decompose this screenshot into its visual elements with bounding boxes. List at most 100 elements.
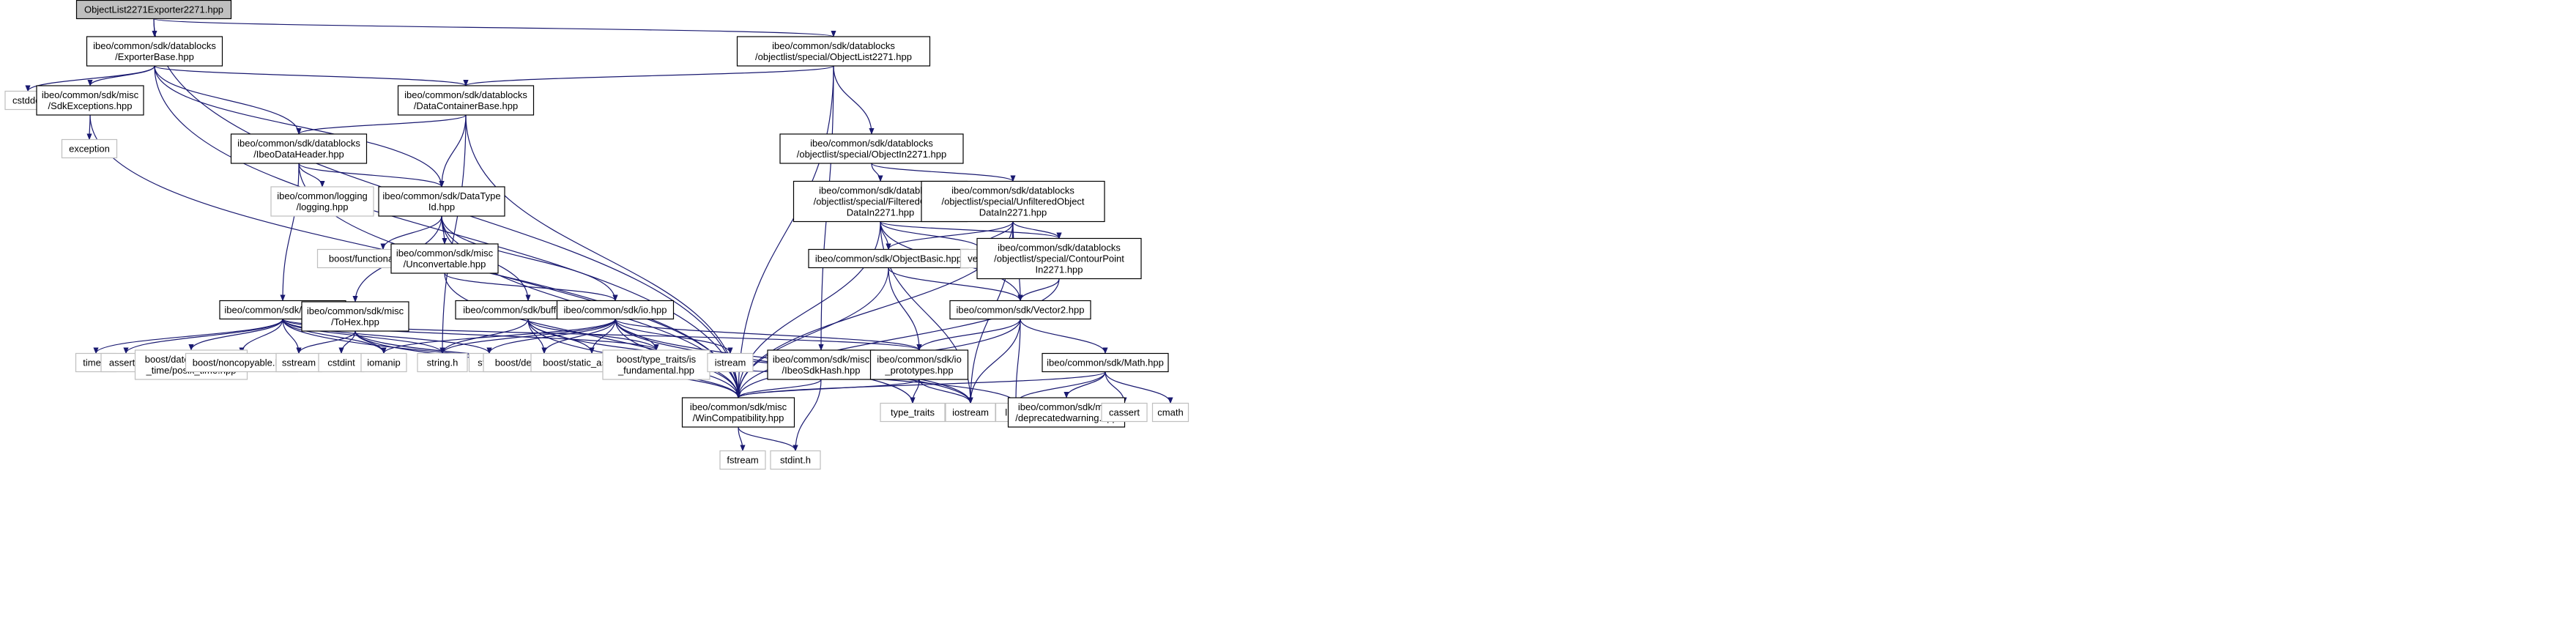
edge-io-to-stringh [439,319,616,355]
edge-wincompat-to-fstream [738,426,746,452]
node-box [707,352,754,373]
node-label-line: /deprecatedwarning.hpp [1015,412,1118,423]
node-box [1042,352,1169,373]
edge-bufferio-to-isfundamental [527,319,659,351]
node-box [301,301,409,332]
edge-io-to-istream [615,319,733,355]
node-label-line: DataIn2271.hpp [979,207,1047,218]
edge-objectbasic-to-wincompat [735,267,889,398]
node-box [1101,402,1148,423]
edge-ioprototypes-to-typetraits [910,379,920,404]
edge-layer [25,18,1173,452]
node-box [976,237,1142,280]
edge-exporterbase-to-datatypeid [154,65,445,188]
node-wincompat[interactable]: ibeo/common/sdk/misc/WinCompatibility.hp… [681,397,795,428]
node-label-line: ibeo/common/sdk/datablocks [951,185,1074,196]
node-label: ibeo/common/sdk/datablocks/objectlist/sp… [755,40,912,62]
node-label-line: /objectlist/special/ObjectList2271.hpp [755,51,912,62]
node-label-line: string.h [427,357,459,368]
node-root[interactable]: ObjectList2271Exporter2271.hpp [75,0,232,20]
node-label-line: iomanip [367,357,401,368]
node-label-line: ibeo/common/sdk/datablocks [93,40,216,51]
node-box [921,180,1105,223]
node-label-line: istream [715,357,746,368]
node-label-line: ibeo/common/sdk/datablocks [819,185,942,196]
node-label-line: ibeo/common/sdk/io.hpp [564,305,667,316]
node-isfundamental: boost/type_traits/is_fundamental.hpp [602,349,710,380]
node-exporterbase[interactable]: ibeo/common/sdk/datablocks/ExporterBase.… [86,36,223,67]
node-box [417,352,468,373]
node-contourpoint[interactable]: ibeo/common/sdk/datablocks/objectlist/sp… [976,237,1142,280]
node-ibeodataheader[interactable]: ibeo/common/sdk/datablocks/IbeoDataHeade… [230,133,368,164]
node-label-line: /SdkExceptions.hpp [48,100,133,111]
node-label: cassert [1109,407,1140,418]
node-box [390,243,499,274]
node-label-line: ibeo/common/sdk/Vector2.hpp [957,305,1085,316]
node-sdkexceptions[interactable]: ibeo/common/sdk/misc/SdkExceptions.hpp [36,85,144,116]
node-label-line: /objectlist/special/ContourPoint [994,253,1124,264]
node-unconvertable[interactable]: ibeo/common/sdk/misc/Unconvertable.hpp [390,243,499,274]
edge-ibeodataheader-to-datatypeid [298,163,445,188]
node-logging: ibeo/common/logging/logging.hpp [270,186,374,217]
node-label: ibeo/common/sdk/io_prototypes.hpp [877,354,962,376]
node-label-line: DataIn2271.hpp [847,207,915,218]
edge-vector2-to-limits [1013,319,1021,404]
node-label-line: ibeo/common/sdk/misc [42,89,139,100]
node-label-line: In2271.hpp [1035,264,1083,275]
node-label-line: ibeo/common/logging [277,190,368,201]
edge-tohex-to-cstdint [338,330,356,355]
node-label: ibeo/common/logging/logging.hpp [277,190,368,212]
node-label-line: stdint.h [780,455,811,466]
node-box [869,349,969,380]
node-label-line: ibeo/common/sdk/datablocks [237,138,360,149]
node-fstream: fstream [719,450,766,470]
node-label-line: ibeo/common/sdk/datablocks [404,89,527,100]
node-label-line: ibeo/common/sdk/misc [690,401,787,412]
edge-exporterbase-to-ibeodataheader [154,65,302,135]
edge-unconvertable-to-io [444,272,618,302]
edge-objectbasic-to-vector2 [888,267,1023,302]
node-objectbasic[interactable]: ibeo/common/sdk/ObjectBasic.hpp [808,248,969,269]
node-unfilteredobject[interactable]: ibeo/common/sdk/datablocks/objectlist/sp… [921,180,1105,223]
node-label-line: /logging.hpp [297,201,349,212]
node-box [1151,402,1189,423]
edge-math-to-deprecated [1064,371,1106,398]
node-label-line: boost/type_traits/is [617,354,697,365]
edge-datatypeid-to-functionalhash [380,215,442,251]
node-ibeosdkhash[interactable]: ibeo/common/sdk/misc/IbeoSdkHash.hpp [767,349,875,380]
node-label-line: ibeo/common/sdk/misc [1018,401,1116,412]
node-label: fstream [727,455,758,466]
node-math[interactable]: ibeo/common/sdk/Math.hpp [1042,352,1169,373]
edge-objectbasic-to-ioprototypes [888,267,922,351]
edge-io-to-iomanip [381,319,616,355]
node-label-line: iostream [952,407,989,418]
node-label-line: /Unconvertable.hpp [404,259,486,270]
node-label: assert.h [109,357,143,368]
node-tohex[interactable]: ibeo/common/sdk/misc/ToHex.hpp [301,301,409,332]
node-ioprototypes[interactable]: ibeo/common/sdk/io_prototypes.hpp [869,349,969,380]
edge-time-to-timeh [93,319,283,355]
edge-exporterbase-to-sdkexceptions [87,65,155,86]
node-label: cstddef [12,95,43,106]
node-label-line: cmath [1157,407,1183,418]
node-vector2[interactable]: ibeo/common/sdk/Vector2.hpp [949,300,1091,320]
node-objectin2271[interactable]: ibeo/common/sdk/datablocks/objectlist/sp… [779,133,964,164]
node-label: stdint.h [780,455,811,466]
edge-time-to-posixtime [188,319,283,351]
node-label: boost/type_traits/is_fundamental.hpp [617,354,697,376]
node-box [556,300,675,320]
node-box [602,349,710,380]
node-datacontainerbase[interactable]: ibeo/common/sdk/datablocks/DataContainer… [397,85,535,116]
node-box [808,248,969,269]
node-io[interactable]: ibeo/common/sdk/io.hpp [556,300,675,320]
edge-io-to-staticassert [589,319,616,355]
node-box [86,36,223,67]
edge-datacontainerbase-to-ibeodataheader [296,114,467,135]
edge-wincompat-to-stdinth [738,426,798,452]
edge-math-to-wincompat [735,371,1106,398]
node-objectlist2271[interactable]: ibeo/common/sdk/datablocks/objectlist/sp… [736,36,931,67]
edge-time-to-string [282,319,492,355]
node-label-line: ibeo/common/sdk/misc [773,354,870,365]
node-box [75,0,232,20]
